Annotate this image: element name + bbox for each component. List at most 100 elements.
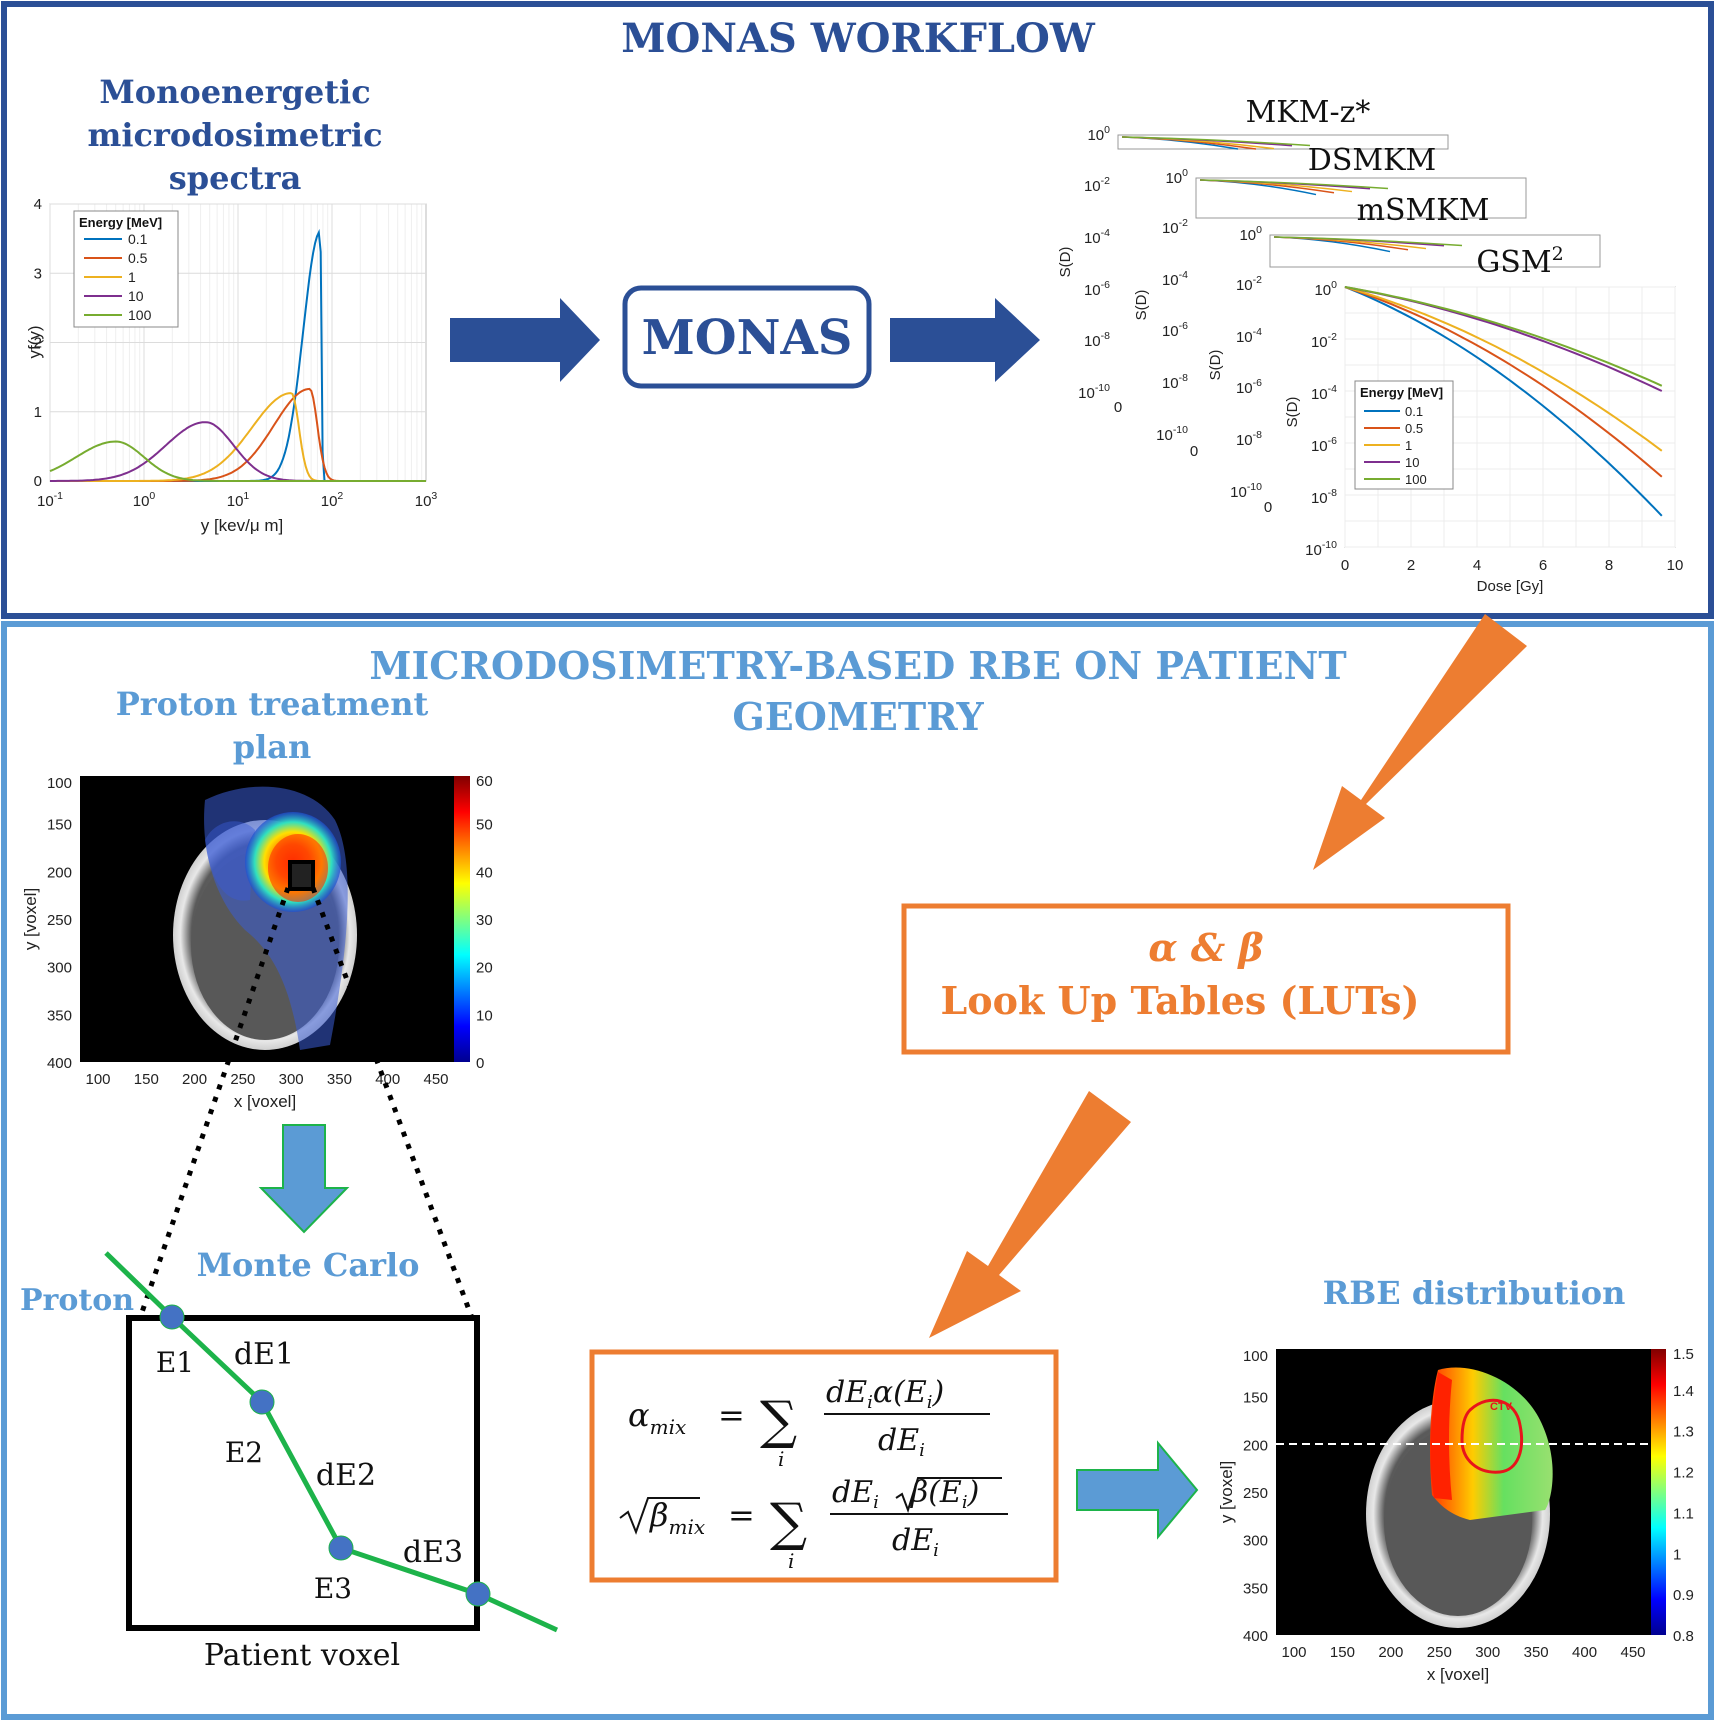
gsm2-survival-curve [1344, 286, 1663, 452]
gsm2-x-tick-label: 2 [1407, 557, 1415, 574]
spectra-series [49, 228, 426, 482]
beta-mix-sum-index: i [788, 1549, 794, 1573]
formula-box [589, 1349, 1059, 1583]
gsm2-legend-box [1354, 380, 1454, 490]
gsm2-legend-label: 10 [1405, 455, 1419, 470]
gsm2-x-tick-label: 6 [1539, 557, 1547, 574]
patient-voxel-label: Patient voxel [204, 1638, 400, 1673]
beta-mix-num-sqrt-sign [895, 1477, 1002, 1514]
plan-colorbar-tick-label: 30 [476, 912, 493, 929]
gsm2-y-tick-label: 100 [1314, 279, 1337, 299]
alpha-mix-equals: = [718, 1396, 745, 1434]
rbe-y-tick-label: 400 [1243, 1628, 1268, 1645]
patient-voxel-box [126, 1315, 480, 1631]
spectra-legend-label: 1 [128, 269, 136, 285]
rbe-colorbar-tick-label: 1 [1673, 1546, 1681, 1563]
plan-colorbar-tick-label: 10 [476, 1007, 493, 1024]
monte-carlo-label: Monte Carlo [197, 1246, 420, 1284]
rbe-colorbar [1651, 1349, 1666, 1635]
rbe-x-tick-label: 250 [1427, 1644, 1452, 1661]
survival-curve [1199, 179, 1389, 190]
plan-y-tick-label: 200 [47, 864, 72, 881]
plan-y-axis-label: y [voxel] [21, 888, 40, 950]
spectra-series-line [49, 440, 426, 482]
plan-colorbar-tick-label: 40 [476, 864, 493, 881]
rbe-y-tick-label: 150 [1243, 1390, 1268, 1407]
gsm2-x-tick-label: 0 [1341, 557, 1349, 574]
label-de1: dE1 [234, 1337, 294, 1372]
survival-y-tick-label: 100 [1087, 124, 1110, 144]
beta-mix-equals: = [728, 1496, 755, 1534]
lut-greek-line: α & β [1148, 925, 1263, 970]
spectra-y-tick-label: 1 [34, 404, 42, 421]
rbe-x-tick-label: 300 [1475, 1644, 1500, 1661]
survival-y-tick-label: 10-4 [1162, 269, 1188, 289]
rbe-x-tick-label: 200 [1378, 1644, 1403, 1661]
plan-y-tick-label: 150 [47, 817, 72, 834]
beta-mix-denominator: dEi [892, 1523, 939, 1561]
rbe-x-tick-label: 400 [1572, 1644, 1597, 1661]
plan-title-line-1: Proton treatment [116, 685, 429, 723]
rbe-y-tick-label: 250 [1243, 1485, 1268, 1502]
gsm2-survival-curve [1344, 286, 1663, 387]
survival-model-label: GSM2 [1476, 243, 1563, 280]
survival-y-tick-label: 10-10 [1078, 382, 1110, 402]
spectra-y-tick-label: 3 [34, 265, 42, 282]
alpha-mix-sum: ∑ [760, 1391, 797, 1451]
rbe-y-tick-label: 200 [1243, 1437, 1268, 1454]
spectra-legend-label: 10 [128, 288, 144, 304]
patient-panel [1, 621, 1714, 1720]
interaction-point-e2 [249, 1389, 275, 1415]
formula-alpha-mix: αmix = ∑ i dEiα(Ei) dEi [628, 1375, 990, 1471]
gsm2-y-tick-label: 10-8 [1311, 487, 1337, 507]
spectra-legend-label: 100 [128, 307, 152, 323]
beta-mix-sum: ∑ [770, 1493, 807, 1553]
gsm2-legend-label: 0.5 [1405, 421, 1423, 436]
beta-mix-sqrt-sign [619, 1497, 700, 1535]
gsm2-legend-label: 1 [1405, 438, 1412, 453]
plan-colorbar-tick-label: 60 [476, 773, 493, 790]
rbe-title: RBE distribution [1323, 1274, 1626, 1312]
rbe-ctv-label: CTV [1490, 1401, 1513, 1413]
plan-y-tick-label: 250 [47, 912, 72, 929]
plan-x-tick-label: 150 [134, 1071, 159, 1088]
rbe-colorbar-tick-label: 1.2 [1673, 1465, 1694, 1482]
survival-y-tick-label: 10-4 [1084, 227, 1110, 247]
gsm2-survival-curve [1344, 286, 1663, 478]
monas-box-label: MONAS [642, 310, 853, 366]
survival-y-tick-label: 10-10 [1230, 481, 1262, 501]
zoom-line-left [137, 887, 291, 1319]
plan-y-tick-label: 350 [47, 1007, 72, 1024]
plan-x-tick-label: 300 [279, 1071, 304, 1088]
survival-y-tick-label: 100 [1239, 224, 1262, 244]
survival-y-tick-label: 10-6 [1084, 279, 1110, 299]
patient-title-line-1: MICRODOSIMETRY-BASED RBE ON PATIENT [369, 643, 1346, 688]
plan-x-tick-label: 350 [327, 1071, 352, 1088]
alpha-mix-numerator: dEiα(Ei) [826, 1375, 944, 1413]
plan-y-tick-label: 400 [47, 1055, 72, 1072]
survival-plot-area [1117, 134, 1449, 150]
survival-zero-tick: 0 [1114, 399, 1122, 416]
survival-y-tick-label: 10-2 [1236, 274, 1262, 294]
label-e3: E3 [314, 1572, 352, 1605]
rbe-hot-rim [1430, 1372, 1452, 1500]
spectra-title-line-2: microdosimetric [87, 116, 382, 154]
survival-y-tick-label: 10-8 [1162, 372, 1188, 392]
survival-y-tick-label: 10-8 [1084, 330, 1110, 350]
survival-curve [1121, 136, 1311, 147]
alpha-mix-denominator: dEi [878, 1423, 925, 1461]
survival-zero-tick: 0 [1190, 443, 1198, 460]
plan-selected-voxel [288, 860, 315, 891]
gsm2-x-tick-label: 10 [1667, 557, 1684, 574]
plan-dose-lowdose-left [205, 821, 255, 901]
plan-x-tick-label: 200 [182, 1071, 207, 1088]
spectra-x-axis-label: y [kev/μ m] [201, 516, 284, 535]
spectra-title-line-1: Monoenergetic [99, 73, 370, 111]
rbe-x-tick-label: 350 [1524, 1644, 1549, 1661]
rbe-ctv-contour [1460, 1398, 1524, 1474]
workflow-panel [1, 1, 1714, 619]
rbe-colorbar-tick-label: 1.3 [1673, 1424, 1694, 1441]
